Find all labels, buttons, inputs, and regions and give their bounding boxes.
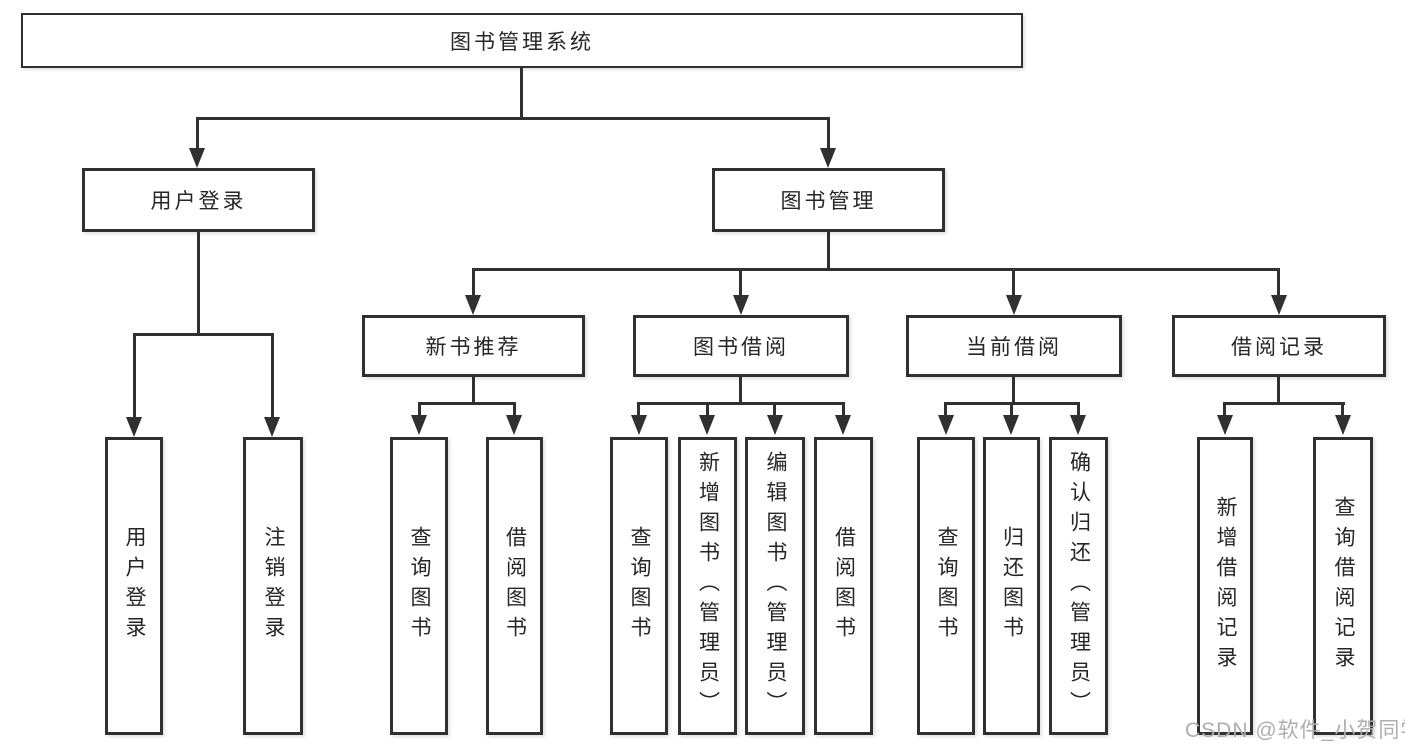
leaf-newbook-borrow-books-label: 借阅图书 [503, 526, 527, 646]
node-root: 图书管理系统 [21, 13, 1023, 68]
leaf-borrow-query-books: 查询图书 [610, 437, 668, 735]
arrow-down-icon [506, 415, 522, 435]
arrow-down-icon [1217, 415, 1233, 435]
connector-line [271, 333, 274, 417]
watermark: CSDN @软件_小贺同学 [1185, 719, 1405, 742]
leaf-current-return-books: 归还图书 [983, 437, 1040, 735]
arrow-down-icon [733, 295, 749, 315]
arrow-down-icon [835, 415, 851, 435]
connector-line [1077, 402, 1080, 415]
connector-line [133, 333, 274, 336]
arrow-down-icon [1003, 415, 1019, 435]
arrow-down-icon [1335, 415, 1351, 435]
node-new-book-recommend: 新书推荐 [362, 315, 585, 377]
connector-line [1223, 402, 1226, 415]
connector-line [773, 402, 776, 415]
leaf-records-add-record-label: 新增借阅记录 [1214, 496, 1237, 676]
leaf-borrow-borrow-books-label: 借阅图书 [832, 526, 856, 646]
leaf-current-query-books-label: 查询图书 [935, 526, 958, 646]
leaf-borrow-borrow-books: 借阅图书 [814, 437, 873, 735]
arrow-down-icon [189, 148, 205, 168]
leaf-current-confirm-return-admin-label: 确认归还（管理员） [1067, 451, 1091, 721]
leaf-borrow-add-books-admin-label: 新增图书（管理员） [696, 451, 720, 721]
arrow-down-icon [938, 415, 954, 435]
node-book-management: 图书管理 [712, 168, 945, 232]
leaf-newbook-query-books: 查询图书 [390, 437, 448, 735]
connector-line [197, 117, 830, 120]
connector-line [706, 402, 709, 415]
connector-line [1277, 377, 1280, 404]
leaf-current-confirm-return-admin: 确认归还（管理员） [1049, 437, 1108, 735]
leaf-newbook-borrow-books: 借阅图书 [486, 437, 543, 735]
leaf-borrow-edit-books-admin: 编辑图书（管理员） [745, 437, 805, 735]
leaf-borrow-add-books-admin: 新增图书（管理员） [678, 437, 737, 735]
connector-line [739, 377, 742, 404]
connector-line [520, 68, 523, 119]
connector-line [472, 377, 475, 404]
arrow-down-icon [411, 415, 427, 435]
connector-line [418, 402, 516, 405]
arrow-down-icon [820, 148, 836, 168]
connector-line [133, 333, 136, 417]
connector-line [418, 402, 421, 415]
connector-line [842, 402, 845, 415]
connector-line [472, 268, 475, 295]
leaf-records-query-record: 查询借阅记录 [1313, 437, 1373, 735]
connector-line [196, 117, 199, 150]
connector-line [827, 232, 830, 270]
connector-line [513, 402, 516, 415]
connector-line [1012, 377, 1015, 404]
arrow-down-icon [631, 415, 647, 435]
connector-line [1341, 402, 1344, 415]
leaf-logout: 注销登录 [243, 437, 303, 735]
arrow-down-icon [465, 295, 481, 315]
leaf-records-add-record: 新增借阅记录 [1197, 437, 1253, 735]
connector-line [1010, 402, 1013, 415]
connector-line [827, 117, 830, 150]
node-current-borrow: 当前借阅 [906, 315, 1122, 377]
connector-line [1012, 268, 1015, 295]
connector-line [637, 402, 640, 415]
connector-line [739, 268, 742, 295]
leaf-borrow-query-books-label: 查询图书 [628, 526, 651, 646]
leaf-current-query-books: 查询图书 [917, 437, 975, 735]
arrow-down-icon [1271, 295, 1287, 315]
leaf-user-login: 用户登录 [105, 437, 163, 735]
arrow-down-icon [126, 417, 142, 437]
arrow-down-icon [767, 415, 783, 435]
arrow-down-icon [699, 415, 715, 435]
node-user-login: 用户登录 [82, 168, 315, 232]
leaf-records-query-record-label: 查询借阅记录 [1332, 496, 1355, 676]
connector-line [1277, 268, 1280, 295]
arrow-down-icon [1006, 295, 1022, 315]
connector-line [197, 232, 200, 335]
connector-line [637, 402, 845, 405]
arrow-down-icon [1070, 415, 1086, 435]
node-borrow-records: 借阅记录 [1172, 315, 1386, 377]
connector-line [472, 268, 1280, 271]
node-book-borrow: 图书借阅 [633, 315, 849, 377]
connector-line [944, 402, 947, 415]
leaf-newbook-query-books-label: 查询图书 [408, 526, 431, 646]
arrow-down-icon [264, 417, 280, 437]
leaf-user-login-label: 用户登录 [123, 526, 146, 646]
connector-line [1223, 402, 1345, 405]
leaf-logout-label: 注销登录 [262, 526, 285, 646]
leaf-borrow-edit-books-admin-label: 编辑图书（管理员） [764, 451, 787, 721]
leaf-current-return-books-label: 归还图书 [1000, 526, 1024, 646]
